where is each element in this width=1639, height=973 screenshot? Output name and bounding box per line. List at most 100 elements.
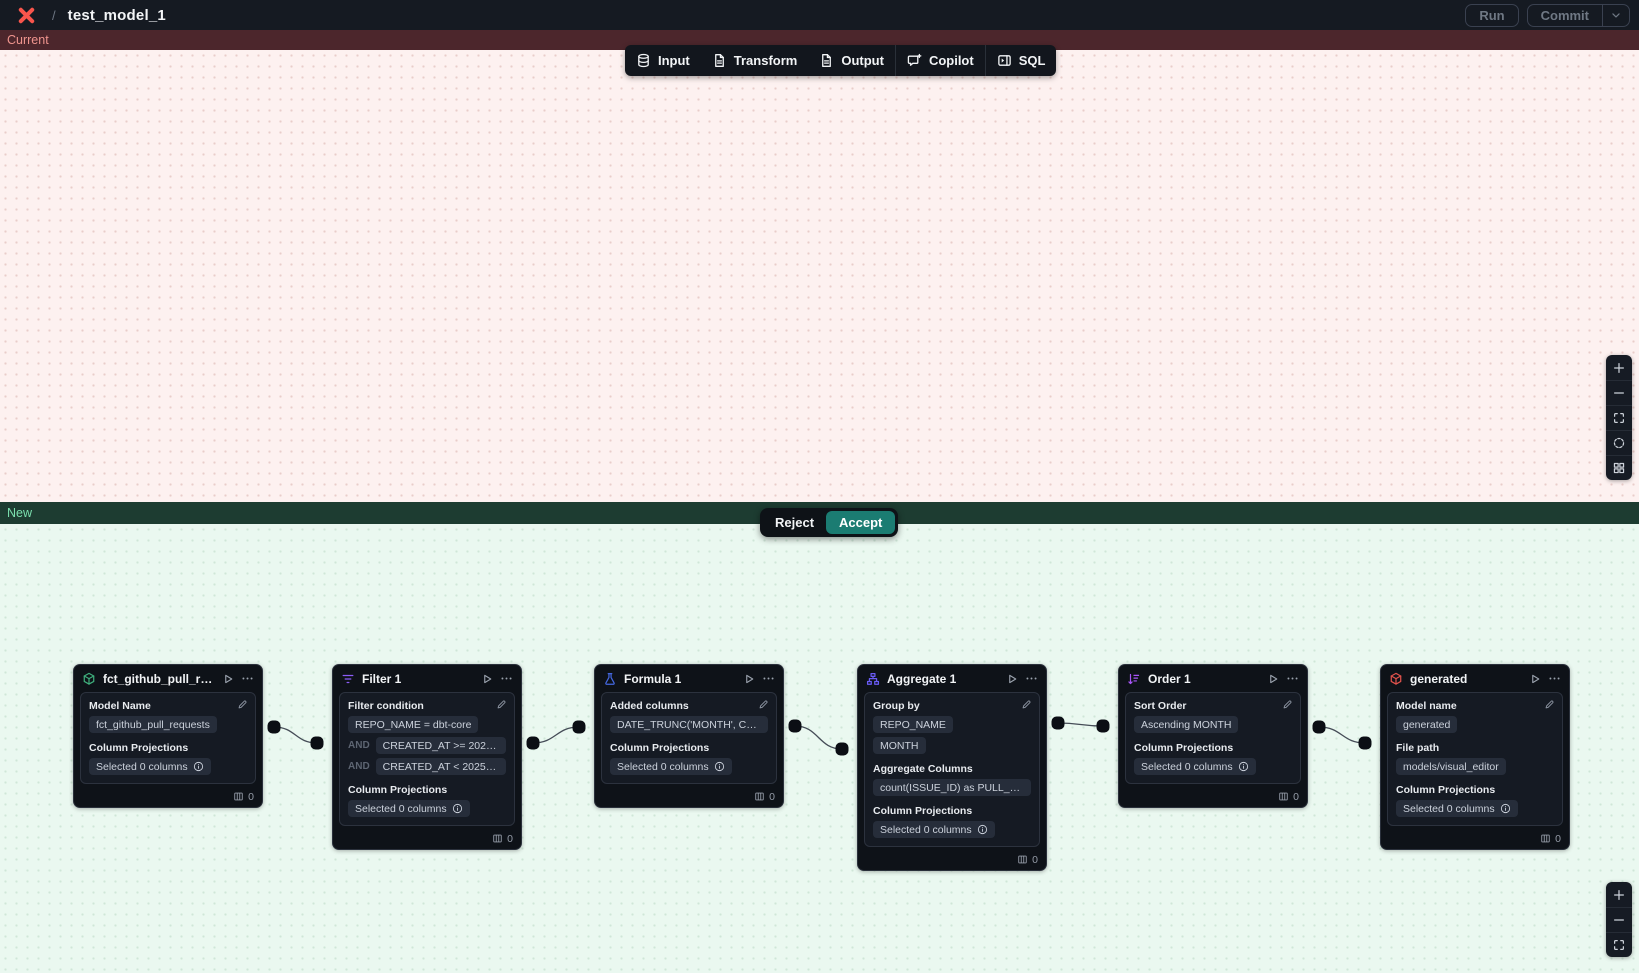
node-header: Order 1 [1119,665,1307,692]
value-row: Selected 0 columns [348,800,506,817]
node-footer: 0 [333,830,521,849]
edit-pencil-icon[interactable] [496,699,507,710]
node-header: Filter 1 [333,665,521,692]
fit-view-button[interactable] [1606,405,1632,430]
info-icon[interactable] [1238,761,1249,772]
zoom-out-button[interactable] [1606,907,1632,932]
value-pill[interactable]: Selected 0 columns [348,800,470,817]
node-title: fct_github_pull_requests [103,671,215,686]
output-port[interactable] [1312,720,1326,734]
input-port[interactable] [835,742,849,756]
reject-button[interactable]: Reject [763,511,826,534]
run-button[interactable]: Run [1465,3,1519,27]
input-port[interactable] [572,720,586,734]
play-icon[interactable] [1267,673,1279,685]
locate-button[interactable] [1606,430,1632,455]
info-icon[interactable] [977,824,988,835]
node-menu-icon[interactable] [1548,672,1561,685]
node-footer: 0 [595,788,783,807]
node-footer: 0 [1381,830,1569,849]
section-label: Model Name [89,700,151,712]
value-pill[interactable]: CREATED_AT < 2025-03-01 [375,758,506,775]
node-menu-icon[interactable] [1286,672,1299,685]
toolbar-item-sql[interactable]: SQL [986,45,1057,76]
value-pill[interactable]: count(ISSUE_ID) as PULL_REQUEST_… [873,779,1031,796]
input-port[interactable] [1096,719,1110,733]
node-menu-icon[interactable] [500,672,513,685]
value-pill[interactable]: Selected 0 columns [89,758,211,775]
value-pill[interactable]: Selected 0 columns [1396,800,1518,817]
play-icon[interactable] [1006,673,1018,685]
value-pill[interactable]: REPO_NAME [873,716,953,733]
value-pill[interactable]: Ascending MONTH [1134,716,1239,733]
info-icon[interactable] [714,761,725,772]
input-port[interactable] [310,736,324,750]
zoom-in-button[interactable] [1606,355,1632,380]
row-count: 0 [248,790,254,803]
new-canvas[interactable]: fct_github_pull_requestsModel Namefct_gi… [0,524,1639,973]
toolbar-item-input[interactable]: Input [625,45,701,76]
layout-grid-button[interactable] [1606,455,1632,480]
edge-path [273,726,318,744]
info-icon[interactable] [1500,803,1511,814]
info-icon[interactable] [193,761,204,772]
node-section: Model Name fct_github_pull_requests [89,700,247,733]
value-pill[interactable]: fct_github_pull_requests [89,716,217,733]
zoom-out-button[interactable] [1606,380,1632,405]
panel-right-icon [997,53,1012,68]
value-pill[interactable]: Selected 0 columns [1134,758,1256,775]
edit-pencil-icon[interactable] [758,699,769,710]
accept-button[interactable]: Accept [826,511,896,534]
edit-pencil-icon[interactable] [1021,699,1032,710]
toolbar-item-label: Copilot [928,53,974,68]
input-port[interactable] [1358,736,1372,750]
value-pill[interactable]: Selected 0 columns [873,821,995,838]
edit-pencil-icon[interactable] [1282,699,1293,710]
commit-button[interactable]: Commit [1528,5,1602,26]
value-pill[interactable]: models/visual_editor [1396,758,1506,775]
node-menu-icon[interactable] [1025,672,1038,685]
output-port[interactable] [526,736,540,750]
breadcrumb-separator: / [52,7,56,23]
value-pill[interactable]: CREATED_AT >= 2024-12-01 [375,737,506,754]
node-card[interactable]: fct_github_pull_requestsModel Namefct_gi… [73,664,263,808]
chevron-down-icon[interactable] [1602,4,1629,26]
info-icon[interactable] [452,803,463,814]
fit-view-button[interactable] [1606,932,1632,957]
edit-pencil-icon[interactable] [1544,699,1555,710]
output-port[interactable] [267,720,281,734]
table-columns-icon [1540,833,1551,844]
value-row: Selected 0 columns [873,821,1031,838]
node-header: fct_github_pull_requests [74,665,262,692]
value-pill[interactable]: MONTH [873,737,926,754]
value-pill[interactable]: Selected 0 columns [610,758,732,775]
current-canvas[interactable] [0,50,1639,502]
value-pill[interactable]: DATE_TRUNC('MONTH', CREATED_AT… [610,716,768,733]
play-icon[interactable] [481,673,493,685]
output-port[interactable] [1051,716,1065,730]
value-pill[interactable]: generated [1396,716,1458,733]
play-icon[interactable] [743,673,755,685]
value-pill[interactable]: REPO_NAME = dbt-core [348,716,479,733]
node-menu-icon[interactable] [762,672,775,685]
value-row: Selected 0 columns [1396,800,1554,817]
dbt-logo-icon[interactable] [17,6,36,25]
play-icon[interactable] [222,673,234,685]
node-menu-icon[interactable] [241,672,254,685]
edit-pencil-icon[interactable] [237,699,248,710]
zoom-in-button[interactable] [1606,882,1632,907]
output-port[interactable] [788,719,802,733]
toolbar-item-transform[interactable]: Transform [701,45,809,76]
play-icon[interactable] [1529,673,1541,685]
toolbar-item-output[interactable]: Output [808,45,895,76]
toolbar-item-copilot[interactable]: Copilot [896,45,985,76]
copilot-chat-icon [907,53,922,68]
